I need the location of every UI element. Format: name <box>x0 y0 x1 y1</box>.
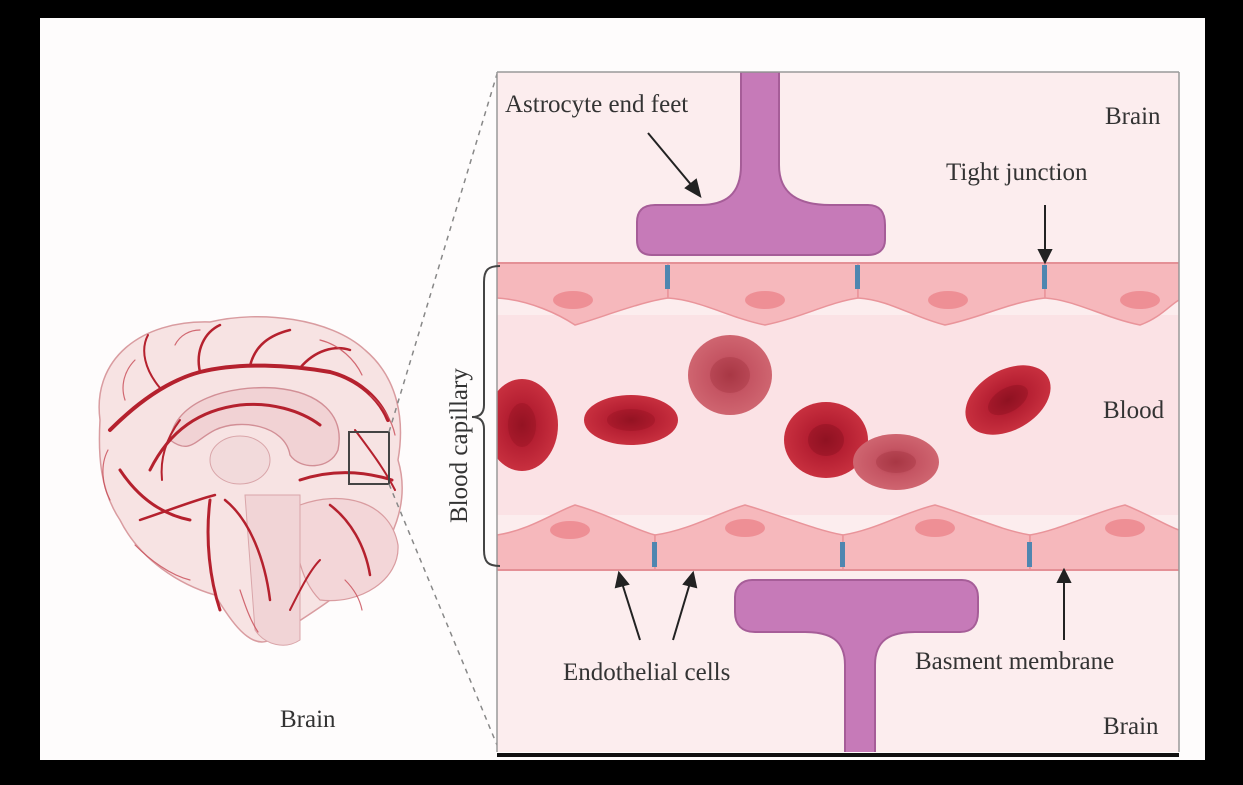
endothelial-label: Endothelial cells <box>563 659 730 686</box>
brain-bottom-label: Brain <box>1103 713 1159 740</box>
blood-label: Blood <box>1103 397 1165 424</box>
brain-top-label: Brain <box>1105 103 1161 130</box>
tight-junction-label: Tight junction <box>946 159 1088 186</box>
astrocyte-label: Astrocyte end feet <box>505 91 688 118</box>
blood-capillary-label: Blood capillary <box>446 368 473 523</box>
basement-membrane-label: Basment membrane <box>915 648 1114 675</box>
brain-left-label: Brain <box>280 706 336 733</box>
